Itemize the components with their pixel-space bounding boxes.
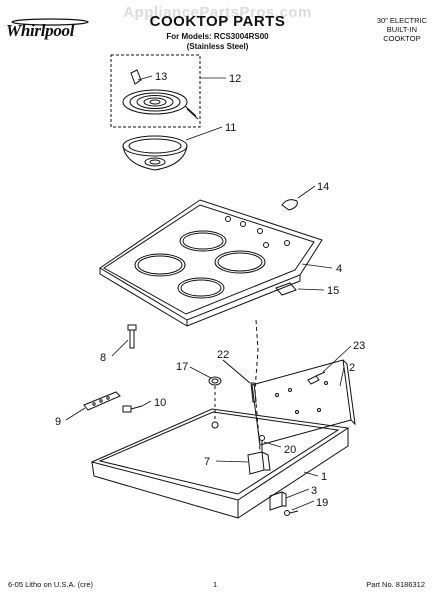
callout-2: 2 [349,362,355,374]
part-clamp [247,451,271,475]
part-screw [307,371,326,385]
part-number: Part No. 8186312 [366,580,425,589]
callout-10: 10 [154,397,166,409]
callout-12: 12 [229,73,241,85]
callout-3: 3 [311,485,317,497]
callout-11: 11 [225,122,236,134]
whirlpool-logo [6,18,92,44]
part-screw [259,435,265,452]
callout-22: 22 [217,349,229,361]
callout-23: 23 [353,340,365,352]
part-bracket [254,282,297,451]
part-bottom-box [90,408,350,519]
models-line: For Models: RCS3004RS00 [166,32,269,41]
callout-4: 4 [336,263,342,275]
callout-7: 7 [204,456,210,468]
part-clip [269,491,287,511]
part-screw [122,405,143,413]
print-info: 6-05 Litho on U.S.A. (cre) [8,580,94,589]
product-type: 30" ELECTRIC BUILT-IN COOKTOP [377,16,427,43]
part-knob [281,199,298,211]
leader-lines [65,75,352,511]
watermark: AppliancePartsPros.com [123,4,312,21]
part-heating-element [110,54,201,128]
part-grommet [208,376,222,429]
product-type-line: COOKTOP [383,34,421,43]
page-number: 1 [213,580,218,589]
part-screw [222,359,257,403]
product-type-line: BUILT-IN [386,25,418,34]
product-type-line: 30" ELECTRIC [376,16,427,25]
callout-14: 14 [317,181,329,193]
callout-8: 8 [100,352,106,364]
callout-19: 19 [316,497,328,509]
models-block: For Models: RCS3004RS00 (Stainless Steel… [0,32,435,52]
page-title: COOKTOP PARTS [149,13,286,30]
part-drip-bowl [122,135,188,171]
part-screw [284,510,299,516]
part-mounting-bracket [251,359,356,446]
callout-13: 13 [155,71,167,83]
brand-name: Whirlpool [6,21,75,40]
callout-15: 15 [327,285,339,297]
callout-1: 1 [321,471,327,483]
callout-17: 17 [176,361,188,373]
finish-line: (Stainless Steel) [186,42,249,51]
logo-swirl-icon [11,18,89,26]
callout-9: 9 [55,416,61,428]
part-cooktop [99,199,323,327]
part-terminal-strip [83,391,121,411]
part-screw [127,324,137,349]
part-terminal-block [130,69,142,85]
callout-20: 20 [284,444,296,456]
